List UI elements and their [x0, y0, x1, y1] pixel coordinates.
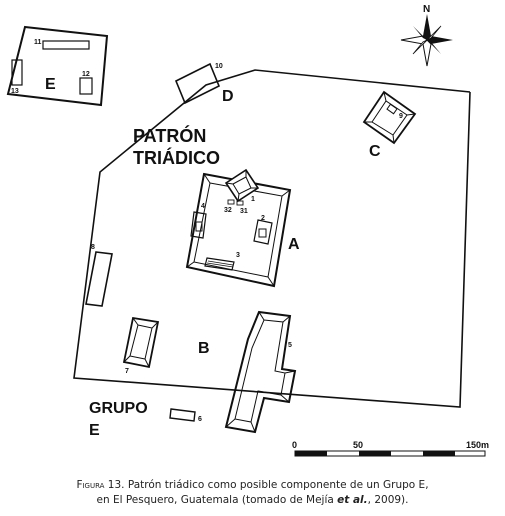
- scale-tick-150: 150m: [466, 440, 489, 450]
- structure-5-label: 5: [288, 342, 292, 349]
- structure-8-label: 8: [91, 244, 95, 251]
- caption-text-2b: , 2009).: [367, 494, 409, 506]
- structure-c-label: C: [369, 143, 381, 160]
- structure-32-label: 32: [224, 207, 232, 214]
- structure-d: [174, 62, 221, 105]
- structure-10-label: 10: [215, 63, 223, 70]
- structure-d-label: D: [222, 88, 234, 105]
- structure-a-label: A: [288, 236, 300, 253]
- structure-c: [362, 90, 417, 145]
- grupo-label-line1: GRUPO: [89, 400, 148, 417]
- caption-line1: Figura 13. Patrón triádico como posible …: [0, 478, 505, 493]
- scale-tick-0: 0: [292, 440, 297, 450]
- structure-7: [122, 316, 160, 369]
- north-arrow-icon: [400, 14, 453, 67]
- scale-bar: [294, 450, 486, 457]
- caption-etal: et al.: [337, 494, 368, 506]
- structure-2-label: 2: [261, 215, 265, 222]
- structure-13-label: 13: [11, 88, 19, 95]
- structure-9-label: 9: [399, 113, 403, 120]
- structure-e-label: E: [45, 76, 56, 93]
- title-line1: PATRÓN: [133, 125, 206, 146]
- structure-1-label: 1: [251, 196, 255, 203]
- structure-7-label: 7: [125, 368, 129, 375]
- figure-number: Figura 13.: [76, 479, 125, 491]
- structure-31-label: 31: [240, 208, 248, 215]
- structure-11-label: 11: [34, 39, 42, 46]
- scale-tick-50: 50: [353, 440, 363, 450]
- structure-6-label: 6: [198, 416, 202, 423]
- structure-5: [224, 310, 297, 434]
- caption-text-1: Patrón triádico como posible componente …: [124, 479, 429, 491]
- structure-e: [6, 25, 109, 107]
- structure-b-label: B: [198, 340, 210, 357]
- structure-8: [85, 251, 113, 307]
- north-label: N: [423, 4, 430, 15]
- structure-3-label: 3: [236, 252, 240, 259]
- structure-a: [185, 168, 292, 288]
- plaza-boundary: [73, 69, 471, 408]
- grupo-label-line2: E: [89, 422, 100, 439]
- structure-12-label: 12: [82, 71, 90, 78]
- title-line2: TRIÁDICO: [133, 147, 220, 168]
- structure-4-label: 4: [201, 203, 205, 210]
- caption-line2: en El Pesquero, Guatemala (tomado de Mej…: [0, 493, 505, 508]
- structure-6: [169, 408, 196, 422]
- figure-caption: Figura 13. Patrón triádico como posible …: [0, 478, 505, 508]
- caption-text-2a: en El Pesquero, Guatemala (tomado de Mej…: [96, 494, 338, 506]
